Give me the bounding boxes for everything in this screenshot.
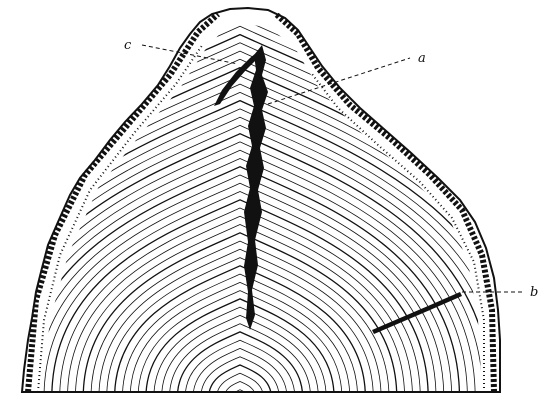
label-c: c xyxy=(124,38,132,53)
label-b: b xyxy=(530,285,538,300)
label-a: a xyxy=(418,51,426,66)
